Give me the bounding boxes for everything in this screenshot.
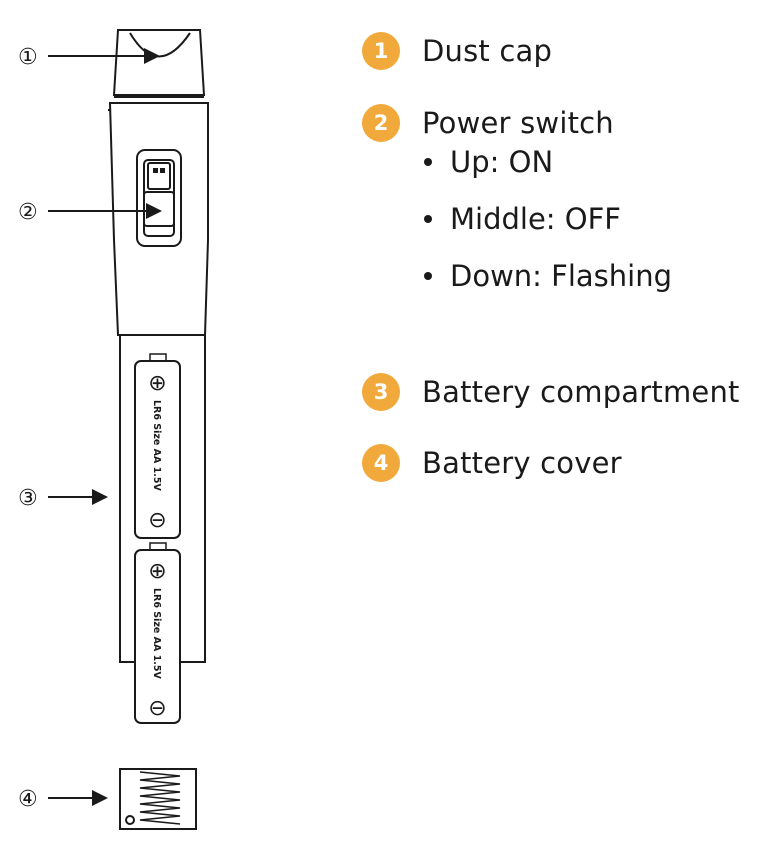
legend-badge-2: 2 — [362, 104, 400, 142]
bullet-icon — [424, 215, 432, 223]
callout-3: ③ — [18, 486, 108, 511]
legend-item-battery-cover: 4 Battery cover — [362, 444, 622, 482]
power-switch-sub-down-text: Down: Flashing — [450, 259, 673, 293]
legend-label-battery-compartment: Battery compartment — [422, 375, 740, 409]
bullet-icon — [424, 158, 432, 166]
legend-badge-1: 1 — [362, 32, 400, 70]
battery-2-minus: ⊖ — [148, 696, 166, 721]
power-switch-sub-middle-text: Middle: OFF — [450, 202, 621, 236]
battery-1-minus: ⊖ — [148, 508, 166, 533]
callout-1: ① — [18, 45, 160, 70]
legend-label-battery-cover: Battery cover — [422, 446, 622, 480]
callout-3-label: ③ — [18, 486, 38, 511]
callout-2-label: ② — [18, 200, 38, 225]
legend-badge-4: 4 — [362, 444, 400, 482]
battery-2-plus: ⊕ — [148, 559, 166, 584]
battery-2: ⊕ ⊖ LR6 Size AA 1.5V — [134, 542, 181, 724]
legend-label-dust-cap: Dust cap — [422, 34, 553, 68]
legend-label-power-switch: Power switch — [422, 106, 614, 140]
power-switch-sub-middle: Middle: OFF — [424, 202, 621, 236]
battery-cover — [119, 768, 197, 830]
callout-2: ② — [18, 200, 162, 225]
battery-2-label: LR6 Size AA 1.5V — [151, 588, 162, 680]
callout-4-label: ④ — [18, 787, 38, 812]
legend-badge-3: 3 — [362, 373, 400, 411]
legend-item-power-switch: 2 Power switch — [362, 104, 614, 142]
power-switch-sub-up-text: Up: ON — [450, 145, 554, 179]
battery-1: ⊕ ⊖ LR6 Size AA 1.5V — [134, 353, 181, 539]
device-diagram: ⊕ ⊖ LR6 Size AA 1.5V ⊕ ⊖ LR6 Size AA 1.5… — [18, 29, 209, 830]
battery-1-label: LR6 Size AA 1.5V — [151, 400, 162, 492]
callout-1-label: ① — [18, 45, 38, 70]
power-switch-sub-up: Up: ON — [424, 145, 553, 179]
dust-cap — [110, 29, 208, 104]
power-switch-sub-down: Down: Flashing — [424, 259, 672, 293]
legend-item-dust-cap: 1 Dust cap — [362, 32, 552, 70]
callout-4: ④ — [18, 787, 108, 812]
bullet-icon — [424, 272, 432, 280]
battery-1-plus: ⊕ — [148, 371, 166, 396]
legend-item-battery-compartment: 3 Battery compartment — [362, 373, 740, 411]
power-switch — [136, 149, 182, 247]
